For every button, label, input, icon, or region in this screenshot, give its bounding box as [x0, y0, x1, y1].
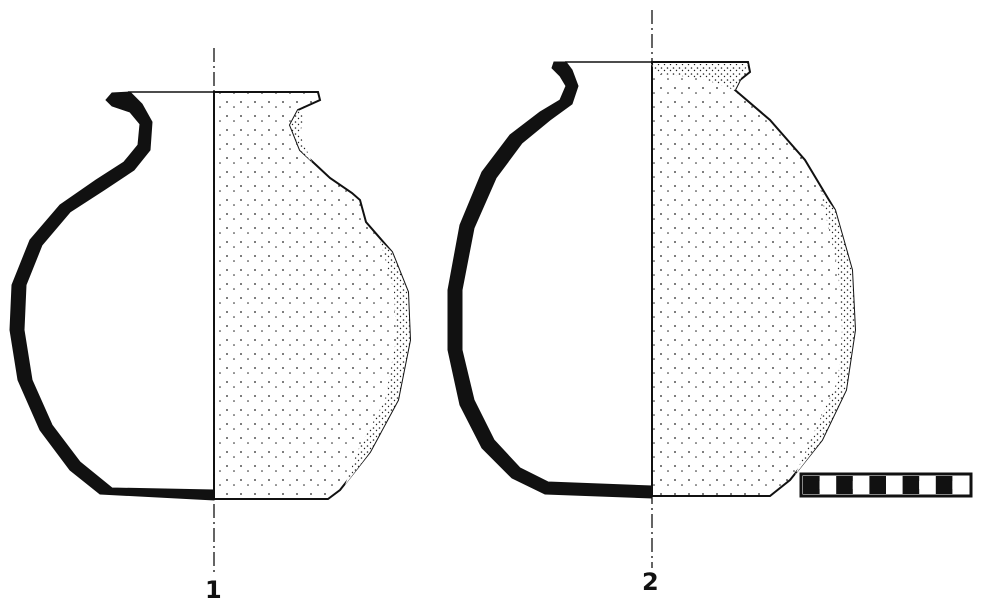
- scale-bar-segment: [902, 476, 920, 494]
- vessel-2-section-profile: [447, 61, 653, 499]
- scale-bar-segment: [852, 481, 870, 489]
- scale-bar-segment: [819, 481, 837, 489]
- vessel-1-exterior: [213, 91, 412, 500]
- scale-bar-segment: [836, 476, 853, 494]
- vessel-1-section-profile: [9, 91, 215, 501]
- vessel-2-neck-shading: [650, 64, 748, 90]
- figure-number-1: 1: [205, 576, 222, 604]
- figure-number-2: 2: [642, 568, 659, 596]
- scale-bar-segment: [952, 481, 969, 489]
- scale-bar-segment: [886, 481, 903, 489]
- vessel-1: [9, 48, 412, 572]
- scale-bar-segment: [919, 481, 936, 489]
- scale-bar-segment: [935, 476, 953, 494]
- vessel-1-neck-shading: [290, 110, 312, 162]
- scale-bar: [799, 472, 973, 498]
- scale-bar-segment: [803, 476, 820, 494]
- vessel-1-edge-shading: [345, 240, 410, 485]
- scale-bar-segment: [869, 476, 886, 494]
- vessel-2: [447, 10, 857, 568]
- vessel-2-edge-shading: [795, 190, 855, 475]
